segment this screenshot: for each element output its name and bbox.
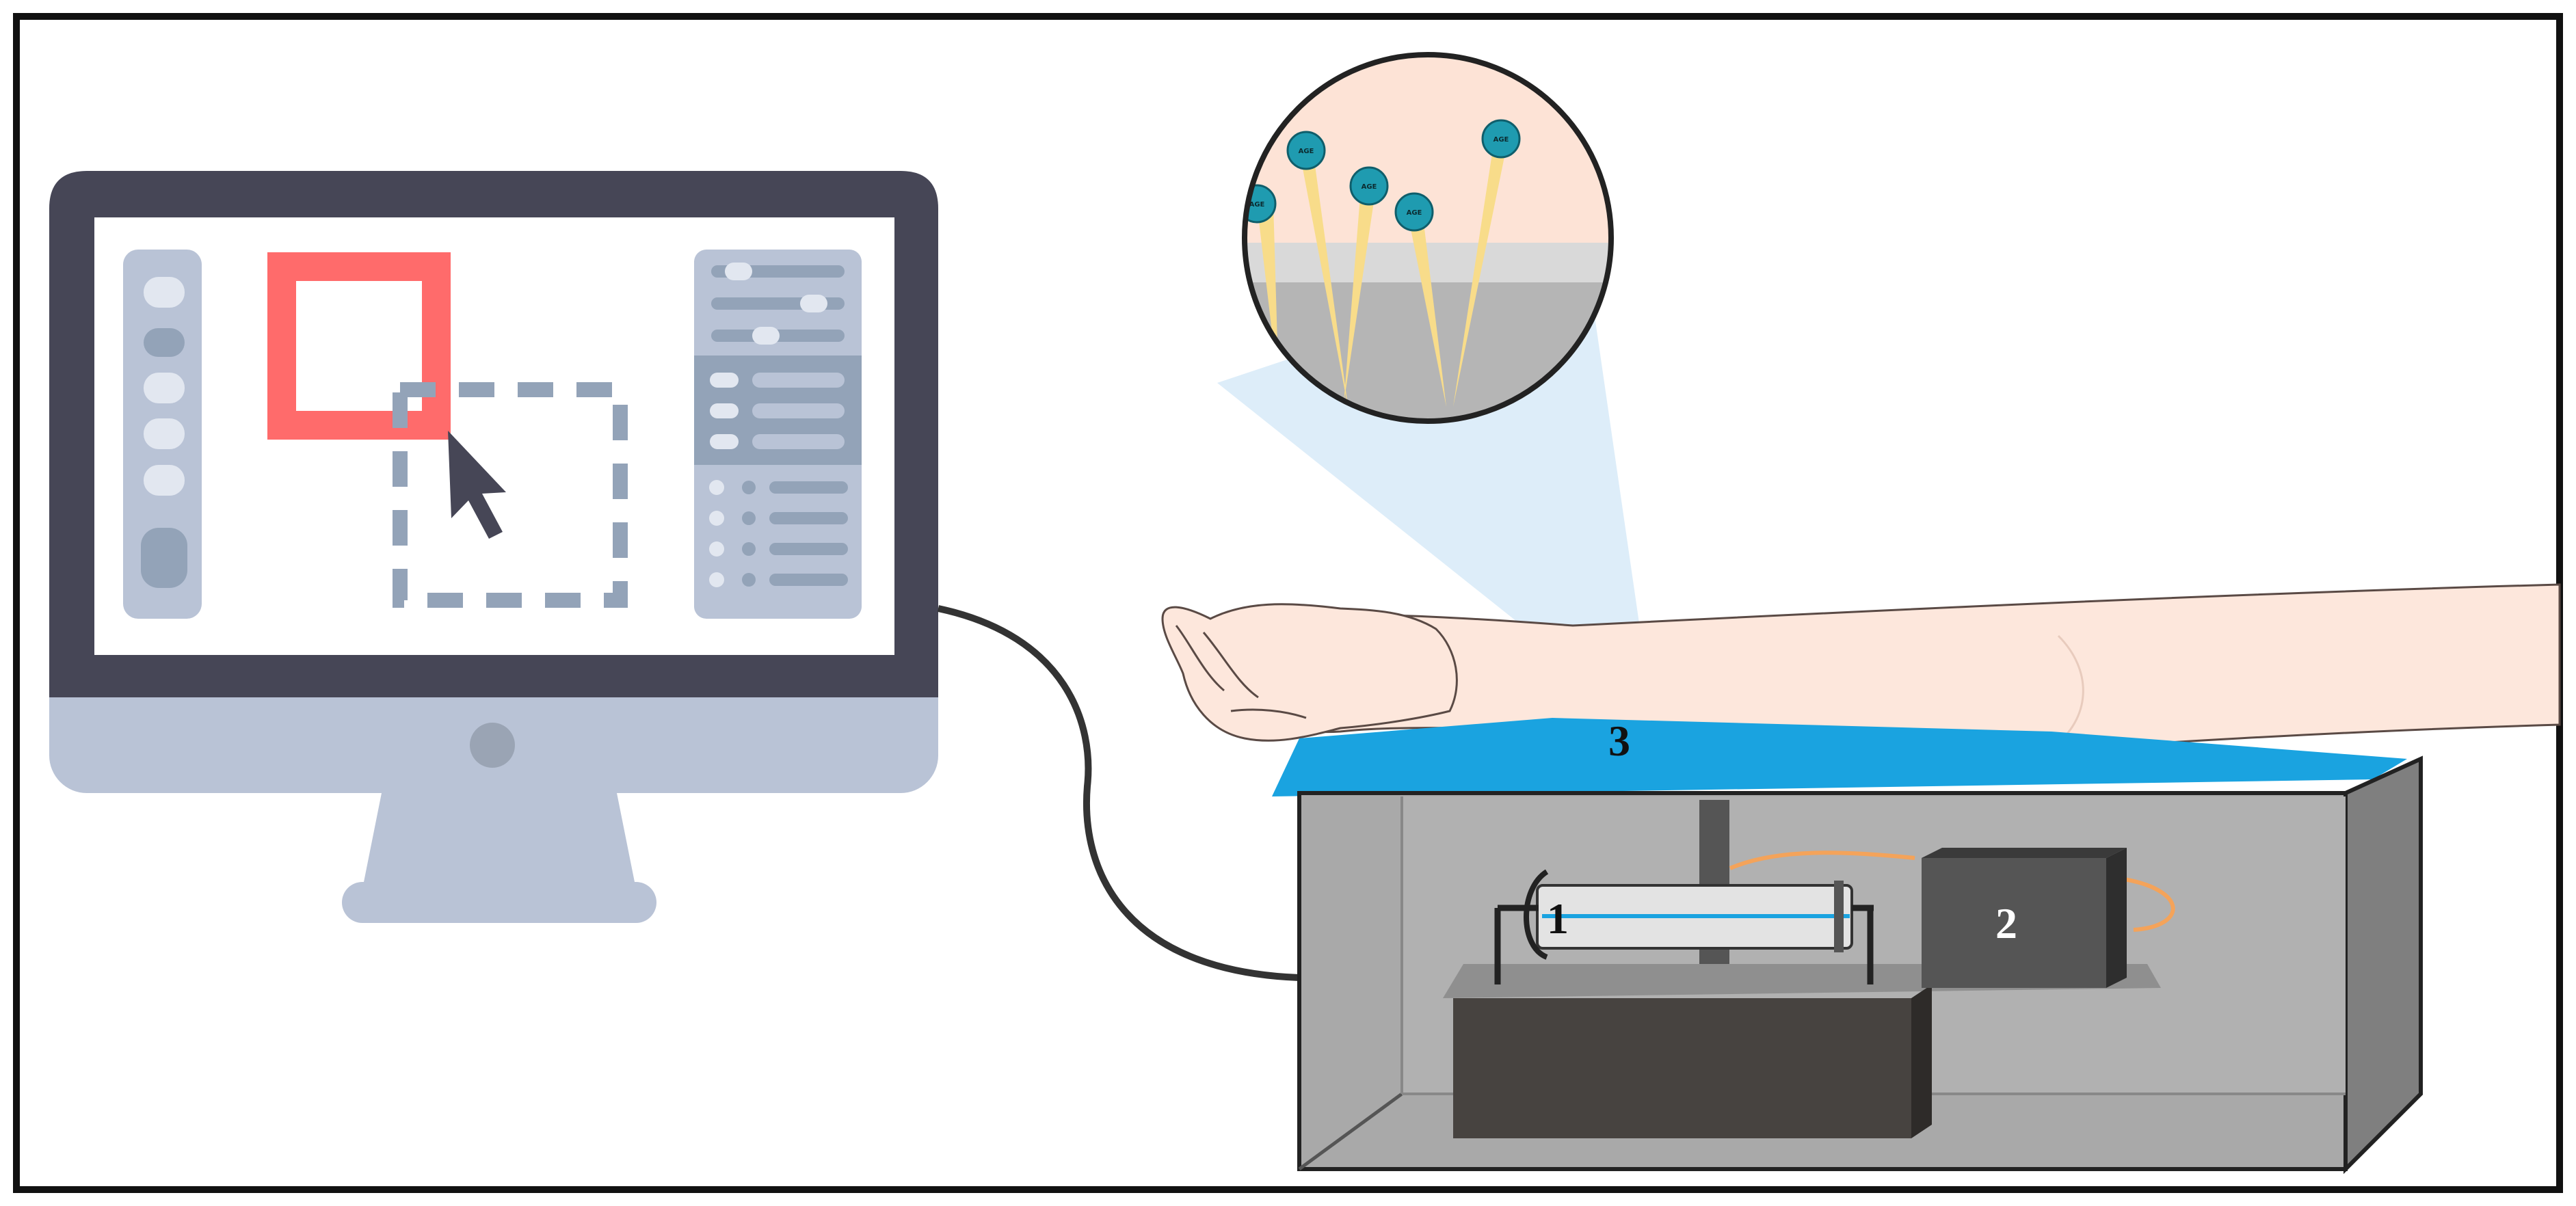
magnifier-outline — [1242, 52, 1614, 424]
needle — [1344, 188, 1376, 403]
data-cable — [937, 605, 1300, 981]
monitor-stand-base — [342, 882, 656, 923]
needle — [1407, 212, 1446, 407]
age-marker: AGE — [1349, 166, 1389, 206]
age-marker: AGE — [1394, 192, 1434, 232]
blue-pad — [1272, 718, 2407, 796]
label-pump: 2 — [1995, 899, 2017, 948]
dashed-selection-box — [393, 382, 628, 608]
label-syringe: 1 — [1547, 894, 1569, 943]
svg-text:AGE: AGE — [1493, 136, 1509, 144]
needle — [1299, 150, 1349, 410]
syringe — [1494, 869, 1874, 984]
needle — [1453, 140, 1508, 407]
orange-tube — [1729, 850, 2175, 932]
right-properties-panel — [694, 250, 862, 619]
monitor-power-button — [470, 723, 515, 768]
pump-unit — [1922, 848, 2127, 988]
box-right-side — [2343, 755, 2423, 1175]
base-block — [1453, 998, 1911, 1138]
red-selection-square — [267, 252, 451, 440]
cursor-arrow-icon — [448, 431, 506, 539]
age-marker: AGE — [1286, 131, 1326, 170]
forearm-and-hand — [1161, 583, 2561, 754]
monitor-stand-neck — [362, 786, 636, 889]
left-toolbar — [123, 250, 202, 619]
apparatus-box — [1272, 718, 2423, 1175]
svg-text:AGE: AGE — [1362, 183, 1377, 191]
svg-text:AGE: AGE — [1249, 201, 1265, 209]
computer-monitor — [49, 171, 938, 923]
label-contact-point: 3 — [1608, 716, 1630, 765]
svg-text:AGE: AGE — [1299, 148, 1314, 155]
hand — [1161, 603, 1458, 742]
svg-text:AGE: AGE — [1407, 209, 1422, 217]
age-marker: AGE — [1481, 119, 1521, 159]
